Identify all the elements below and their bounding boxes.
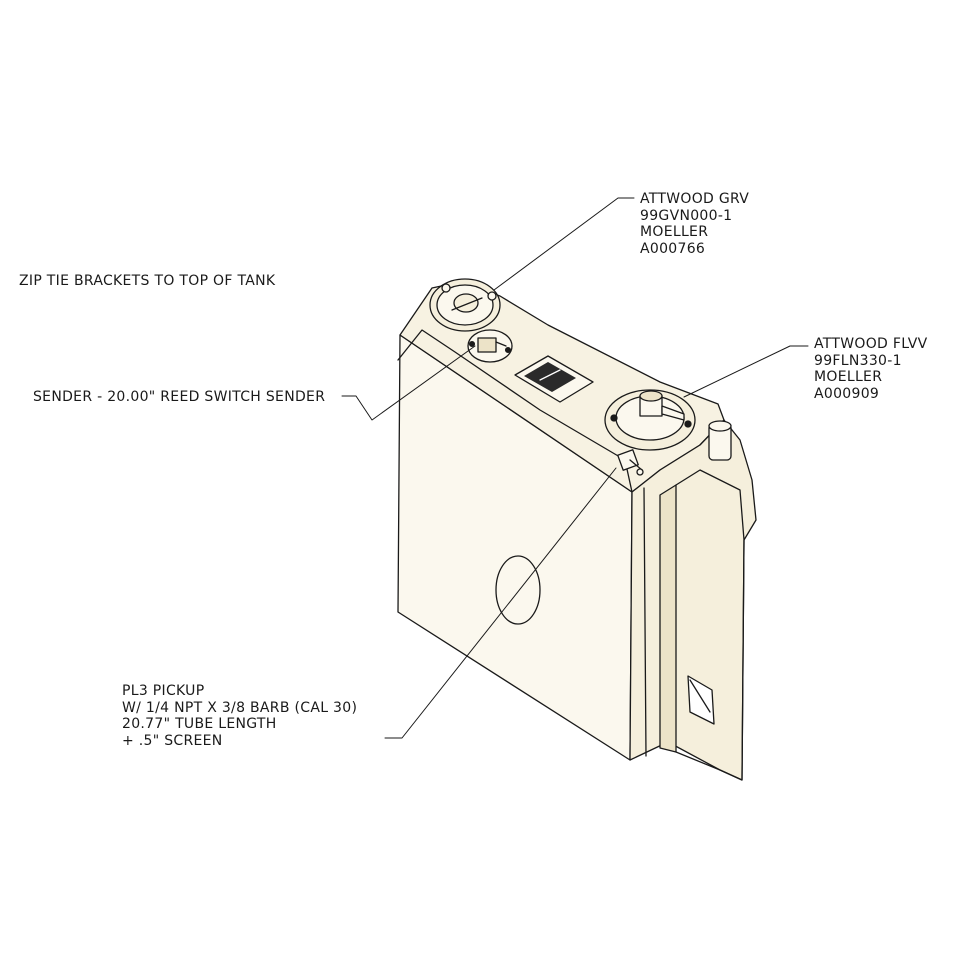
callout-pickup-line-3: 20.77" TUBE LENGTH	[122, 716, 277, 732]
side-window-inner	[689, 679, 711, 713]
callout-flvv-line-1: ATTWOOD FLVV	[814, 336, 928, 352]
front-port	[495, 555, 541, 625]
callout-grv: ATTWOOD GRV 99GVN000-1 MOELLER A000766	[640, 191, 749, 257]
callout-zip-tie: ZIP TIE BRACKETS TO TOP OF TANK	[19, 273, 275, 290]
pickup-fitting	[617, 449, 644, 476]
leader-grv	[493, 197, 635, 291]
callout-grv-line-4: A000766	[640, 240, 706, 257]
flvv-fitting	[604, 389, 696, 451]
callout-grv-line-3: MOELLER	[640, 224, 709, 240]
callout-pickup-line-2: W/ 1/4 NPT X 3/8 BARB (CAL 30)	[122, 699, 358, 716]
callout-flvv-line-2: 99FLN330-1	[814, 352, 902, 369]
leader-pickup	[384, 467, 617, 739]
grv-fitting	[429, 278, 501, 332]
callout-flvv: ATTWOOD FLVV 99FLN330-1 MOELLER A000909	[814, 336, 928, 402]
vent-post-cap	[708, 420, 732, 432]
tank-side-channel	[659, 484, 677, 753]
sender-fitting	[467, 329, 513, 363]
callout-sender: SENDER - 20.00" REED SWITCH SENDER	[33, 389, 325, 406]
callout-grv-line-2: 99GVN000-1	[640, 207, 733, 224]
callout-pickup-line-4: + .5" SCREEN	[122, 732, 223, 749]
callout-pickup: PL3 PICKUP W/ 1/4 NPT X 3/8 BARB (CAL 30…	[122, 683, 357, 749]
callout-flvv-line-3: MOELLER	[814, 369, 883, 385]
callout-flvv-line-4: A000909	[814, 385, 880, 402]
callout-grv-line-1: ATTWOOD GRV	[640, 191, 750, 207]
tank-side-rib	[675, 469, 745, 781]
callout-sender-line-1: SENDER - 20.00" REED SWITCH SENDER	[33, 389, 326, 405]
callout-zip-tie-line-1: ZIP TIE BRACKETS TO TOP OF TANK	[19, 273, 276, 289]
label-plate	[514, 355, 594, 403]
callout-pickup-line-1: PL3 PICKUP	[122, 683, 205, 699]
leader-flvv	[683, 345, 809, 398]
leader-sender	[341, 345, 476, 421]
tank-side-edge	[643, 487, 647, 757]
